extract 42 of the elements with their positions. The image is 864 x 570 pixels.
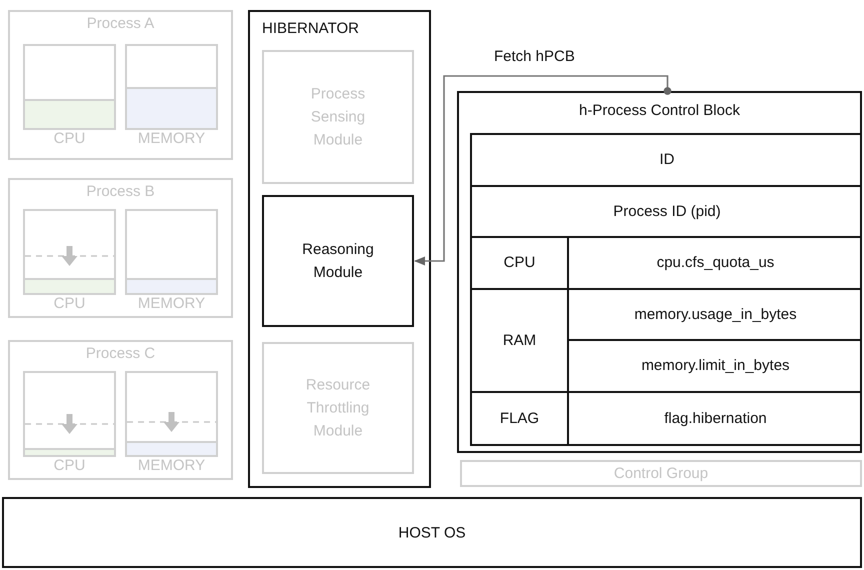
module-box <box>262 50 414 184</box>
block-title: h-Process Control Block <box>578 101 741 120</box>
module-box <box>262 342 414 474</box>
meter-caption: CPU <box>52 295 86 312</box>
table-cell: CPU <box>472 238 569 290</box>
table-cell-text: flag.hibernation <box>663 408 768 429</box>
table-cell: memory.limit_in_bytes <box>569 341 862 392</box>
process-title: Process A <box>86 14 156 33</box>
host-os-box <box>2 497 862 568</box>
module-label: Resource Throttling Module <box>304 376 372 442</box>
resource-meter <box>125 44 218 130</box>
process-box <box>8 10 233 160</box>
module-label: Reasoning Module <box>301 240 375 283</box>
meter-caption: MEMORY <box>136 457 206 474</box>
table-cell: FLAG <box>472 392 569 444</box>
hibernator-box <box>248 10 431 488</box>
group-label: Control Group <box>612 464 710 483</box>
resource-meter <box>23 44 116 130</box>
table-cell: cpu.cfs_quota_us <box>569 238 862 290</box>
resource-meter <box>125 371 218 457</box>
process-title: Process B <box>85 182 156 201</box>
process-box <box>8 340 233 480</box>
table-cell: RAM <box>472 290 569 392</box>
control-block-box <box>457 91 862 453</box>
module-label: Process Sensing Module <box>310 84 366 150</box>
table-cell: Process ID (pid) <box>472 186 862 238</box>
meter-caption: MEMORY <box>136 295 206 312</box>
component-title: HIBERNATOR <box>262 19 360 38</box>
meter-caption: MEMORY <box>136 130 206 147</box>
resource-meter <box>23 209 116 295</box>
connector-arrow <box>414 75 672 266</box>
meter-caption: CPU <box>52 457 86 474</box>
os-label: HOST OS <box>397 523 467 542</box>
resource-meter <box>125 209 218 295</box>
process-box <box>8 178 233 318</box>
process-title: Process C <box>84 344 156 363</box>
resource-meter <box>23 371 116 457</box>
meter-caption: CPU <box>52 130 86 147</box>
module-box <box>262 195 414 327</box>
table-cell: memory.usage_in_bytes <box>569 290 862 341</box>
control-group-box <box>460 460 862 487</box>
table-cell: ID <box>472 135 862 186</box>
